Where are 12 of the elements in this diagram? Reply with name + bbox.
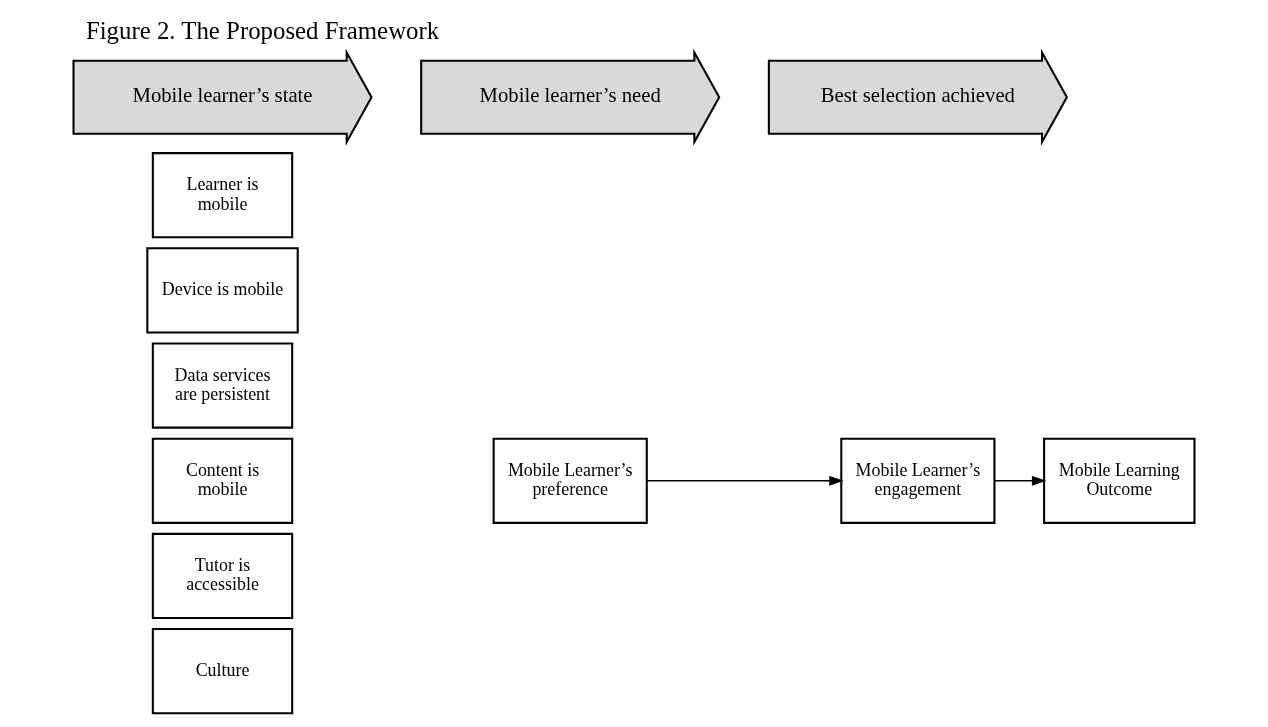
- node-box: Culture: [151, 628, 294, 715]
- node-box: Content is mobile: [151, 437, 294, 524]
- diagram-title: Figure 2. The Proposed Framework: [85, 17, 440, 45]
- node-box: Tutor is accessible: [151, 532, 294, 620]
- arrow: [993, 475, 1047, 486]
- node-box: Mobile Learning Outcome: [1043, 437, 1196, 524]
- arrow: [646, 475, 844, 486]
- node-box: Mobile Learner’s engagement: [840, 437, 996, 524]
- node-box: Device is mobile: [146, 247, 299, 334]
- node-box: Learner is mobile: [151, 152, 294, 239]
- node-box: Mobile Learner’s preference: [492, 437, 648, 524]
- node-box: Data services are persistent: [151, 342, 294, 429]
